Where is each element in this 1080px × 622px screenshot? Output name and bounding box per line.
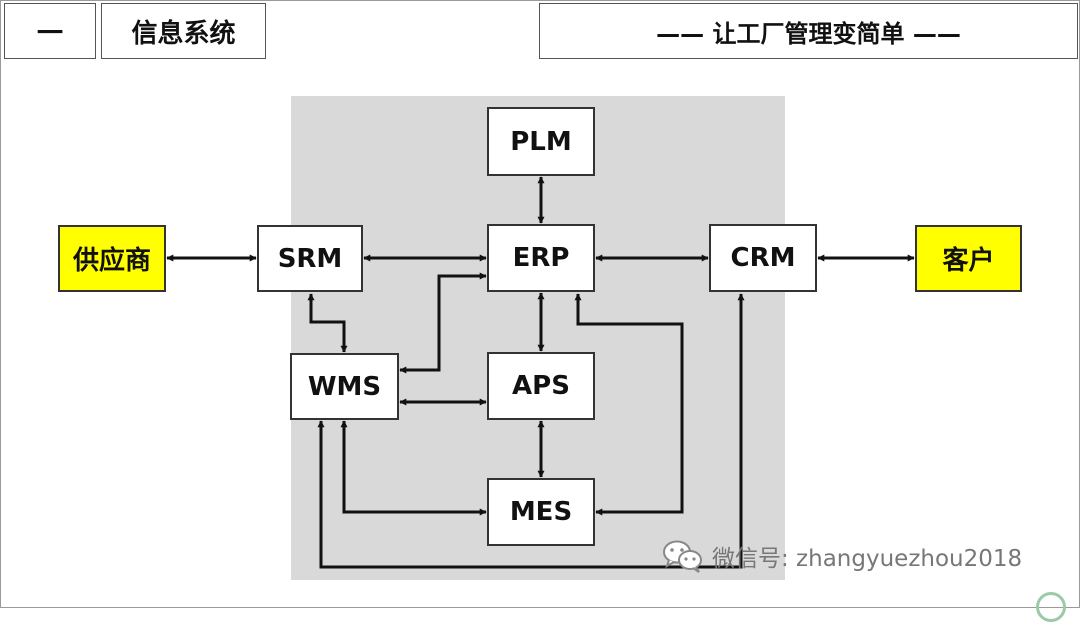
section-title: 信息系统 bbox=[101, 3, 266, 59]
node-customer: 客户 bbox=[915, 225, 1022, 292]
link-wms-mes bbox=[340, 420, 487, 516]
link-wms-crm bbox=[317, 293, 745, 569]
section-number: 一 bbox=[4, 3, 96, 59]
node-wms: WMS bbox=[290, 353, 399, 420]
node-customer-label: 客户 bbox=[942, 246, 995, 276]
connection-lines bbox=[166, 176, 915, 569]
section-title-text: 信息系统 bbox=[131, 18, 236, 49]
link-srm-wms bbox=[307, 293, 348, 353]
node-erp: ERP bbox=[487, 224, 595, 292]
node-plm-label: PLM bbox=[510, 126, 572, 157]
node-crm: CRM bbox=[709, 224, 817, 292]
corner-logo-icon bbox=[1036, 592, 1066, 622]
wechat-icon bbox=[663, 540, 702, 573]
node-crm-label: CRM bbox=[730, 243, 796, 273]
node-srm: SRM bbox=[257, 225, 363, 292]
node-wms-label: WMS bbox=[307, 371, 382, 402]
node-supplier: 供应商 bbox=[58, 225, 166, 292]
node-plm: PLM bbox=[487, 107, 595, 176]
watermark-text: 微信号: zhangyuezhou2018 bbox=[712, 546, 1023, 572]
watermark: 微信号: zhangyuezhou2018 bbox=[662, 536, 1022, 576]
node-mes-label: MES bbox=[509, 497, 573, 527]
slogan-box: —— 让工厂管理变简单 —— bbox=[539, 3, 1078, 59]
node-mes: MES bbox=[487, 478, 595, 546]
node-srm-label: SRM bbox=[277, 243, 343, 274]
node-erp-label: ERP bbox=[512, 243, 570, 273]
node-aps-label: APS bbox=[512, 371, 570, 401]
slogan-text: —— 让工厂管理变简单 —— bbox=[656, 19, 961, 48]
node-supplier-label: 供应商 bbox=[72, 246, 151, 276]
section-number-text: 一 bbox=[36, 18, 63, 49]
link-wms-erp bbox=[399, 272, 487, 374]
node-aps: APS bbox=[487, 352, 595, 420]
